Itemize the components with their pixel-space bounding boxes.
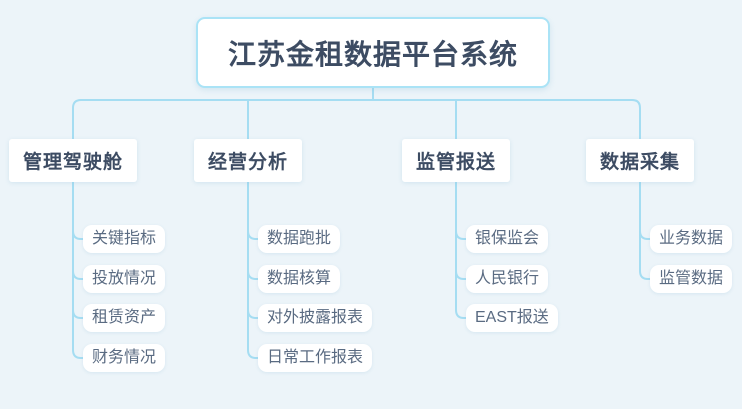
child-node-data-accounting: 数据核算: [258, 265, 341, 293]
child-node-east-reporting: EAST报送: [466, 304, 558, 332]
branch-node-regulatory-reporting: 监管报送: [402, 139, 510, 182]
child-node-cbirc: 银保监会: [466, 225, 549, 253]
branch-node-data-collection: 数据采集: [586, 139, 694, 182]
branch-node-management-cockpit: 管理驾驶舱: [9, 139, 137, 182]
child-node-data-batch: 数据跑批: [258, 225, 341, 253]
child-node-daily-work-reports: 日常工作报表: [258, 344, 373, 372]
child-node-lease-assets: 租赁资产: [83, 304, 166, 332]
child-node-external-disclosure-reports: 对外披露报表: [258, 304, 373, 332]
child-node-regulatory-data: 监管数据: [650, 265, 733, 293]
branch-node-business-analysis: 经营分析: [194, 139, 302, 182]
child-node-investment-status: 投放情况: [83, 265, 166, 293]
child-node-business-data: 业务数据: [650, 225, 733, 253]
child-node-pboc: 人民银行: [466, 265, 549, 293]
child-node-key-indicators: 关键指标: [83, 225, 166, 253]
root-node-title: 江苏金租数据平台系统: [196, 17, 550, 88]
child-node-financial-status: 财务情况: [83, 344, 166, 372]
